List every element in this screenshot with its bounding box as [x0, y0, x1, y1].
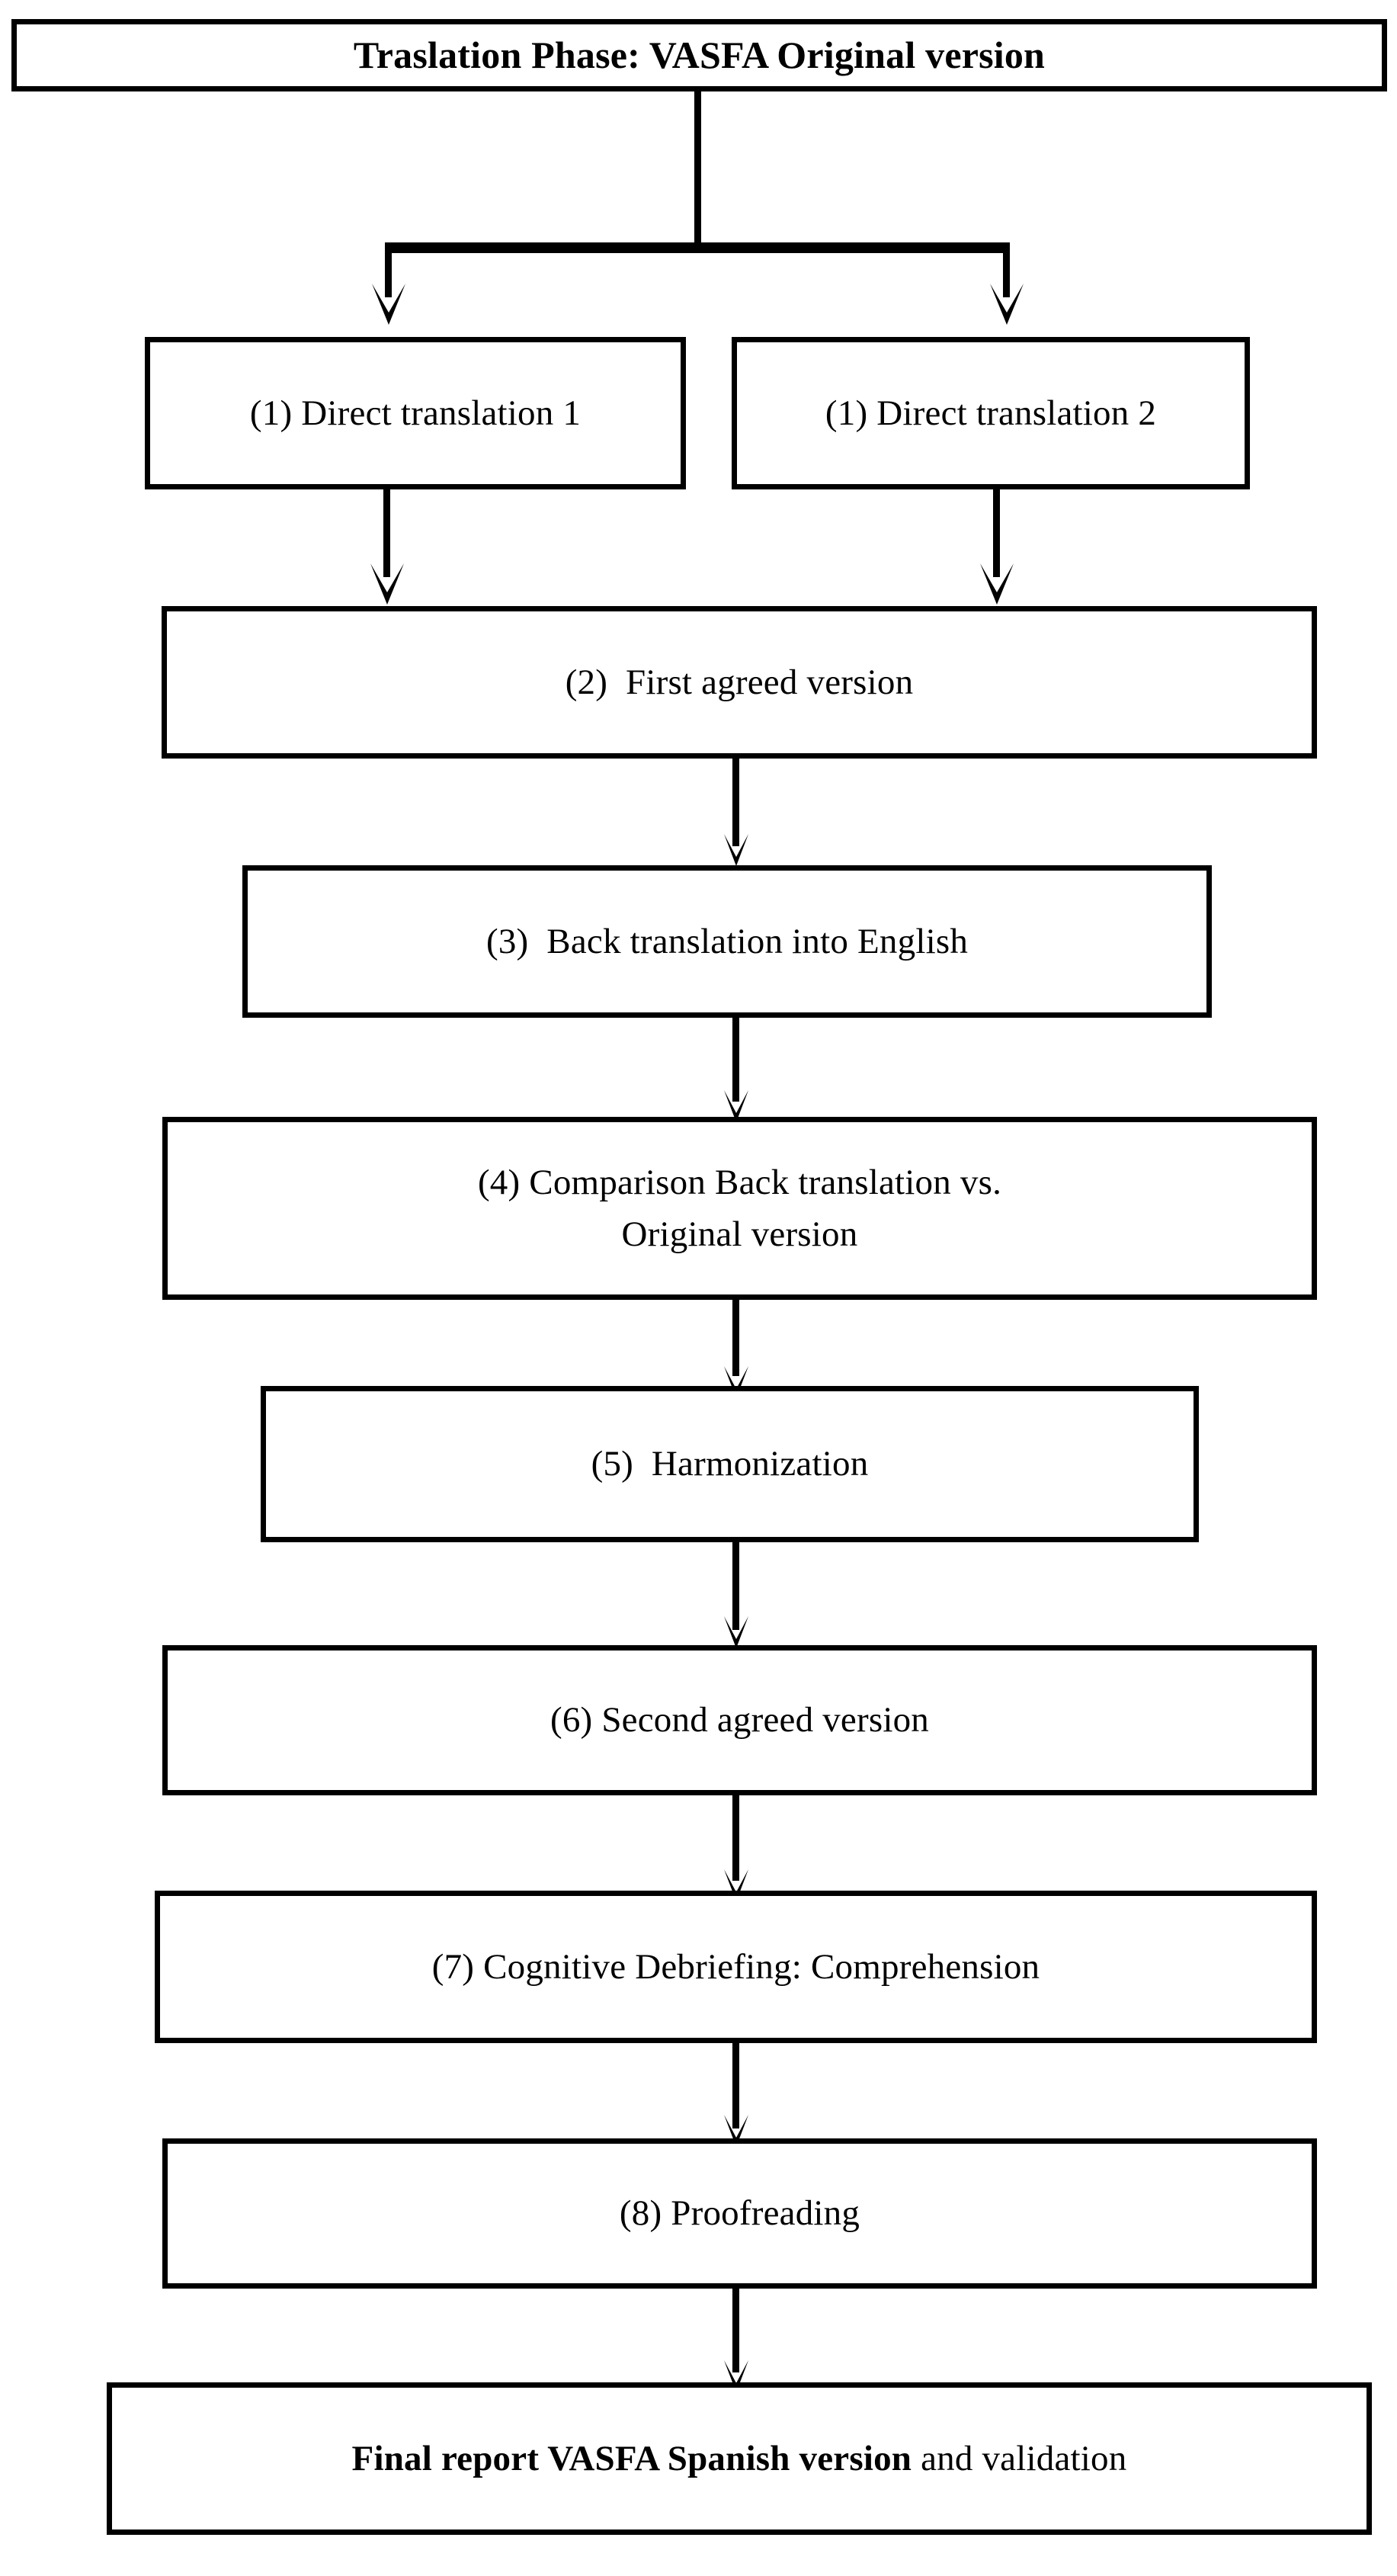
node-comparison-text-block: (4) Comparison Back translation vs. Origi… — [467, 1156, 1012, 1260]
connector-harmonization-to-second-agreed — [732, 1542, 739, 1630]
connector-back-translation-to-comparison — [732, 1018, 739, 1102]
arrowhead-to-second-agreed — [723, 1615, 749, 1648]
connector-proofreading-to-final-report — [732, 2289, 739, 2372]
node-harmonization: (5) Harmonization — [261, 1386, 1199, 1542]
connector-dt2-to-first-agreed — [993, 489, 1000, 577]
arrowhead-to-back-translation — [723, 832, 749, 866]
node-direct-translation-2: (1) Direct translation 2 — [732, 337, 1250, 489]
node-first-agreed-version-label: (2) First agreed version — [565, 662, 914, 702]
node-title-translation-phase: Traslation Phase: VASFA Original version — [11, 19, 1387, 91]
node-direct-translation-1: (1) Direct translation 1 — [145, 337, 686, 489]
arrowhead-dt1-to-first-agreed — [370, 562, 405, 605]
node-direct-translation-1-label: (1) Direct translation 1 — [249, 393, 582, 433]
arrowhead-to-direct-translation-1 — [371, 282, 406, 325]
node-proofreading-label: (8) Proofreading — [619, 2193, 860, 2234]
node-comparison-line-2: Original version — [621, 1214, 858, 1254]
node-second-agreed-version: (6) Second agreed version — [162, 1645, 1317, 1795]
arrowhead-dt2-to-first-agreed — [979, 562, 1014, 605]
node-cognitive-debriefing-label: (7) Cognitive Debriefing: Comprehension — [431, 1946, 1040, 1987]
node-second-agreed-version-label: (6) Second agreed version — [550, 1700, 929, 1740]
connector-branch-left — [385, 242, 392, 297]
node-comparison-back-translation: (4) Comparison Back translation vs. Origi… — [162, 1117, 1317, 1300]
node-cognitive-debriefing: (7) Cognitive Debriefing: Comprehension — [155, 1891, 1317, 2043]
node-final-report-text-block: Final report VASFA Spanish version and v… — [341, 2433, 1138, 2485]
node-first-agreed-version: (2) First agreed version — [162, 606, 1317, 759]
connector-first-agreed-to-back-translation — [732, 759, 739, 846]
connector-comparison-to-harmonization — [732, 1300, 739, 1376]
node-back-translation-label: (3) Back translation into English — [485, 921, 969, 961]
connector-cognitive-debriefing-to-proofreading — [732, 2043, 739, 2128]
node-final-report-bold-part: Final report VASFA Spanish version — [351, 2438, 912, 2478]
connector-branch-bar — [385, 242, 1010, 253]
connector-second-agreed-to-cognitive-debriefing — [732, 1795, 739, 1881]
connector-dt1-to-first-agreed — [383, 489, 390, 577]
node-proofreading: (8) Proofreading — [162, 2138, 1317, 2289]
connector-branch-right — [1003, 242, 1010, 297]
node-comparison-line-1: (4) Comparison Back translation vs. — [477, 1162, 1002, 1202]
arrowhead-to-comparison — [723, 1089, 749, 1122]
connector-title-stem — [694, 91, 701, 248]
node-back-translation-into-english: (3) Back translation into English — [242, 865, 1212, 1018]
arrowhead-to-direct-translation-2 — [989, 282, 1024, 325]
node-harmonization-label: (5) Harmonization — [591, 1444, 869, 1484]
node-final-report-normal-part: and validation — [912, 2438, 1127, 2478]
node-title-label: Traslation Phase: VASFA Original version — [353, 34, 1046, 77]
node-direct-translation-2-label: (1) Direct translation 2 — [825, 393, 1157, 433]
node-final-report: Final report VASFA Spanish version and v… — [107, 2382, 1372, 2535]
